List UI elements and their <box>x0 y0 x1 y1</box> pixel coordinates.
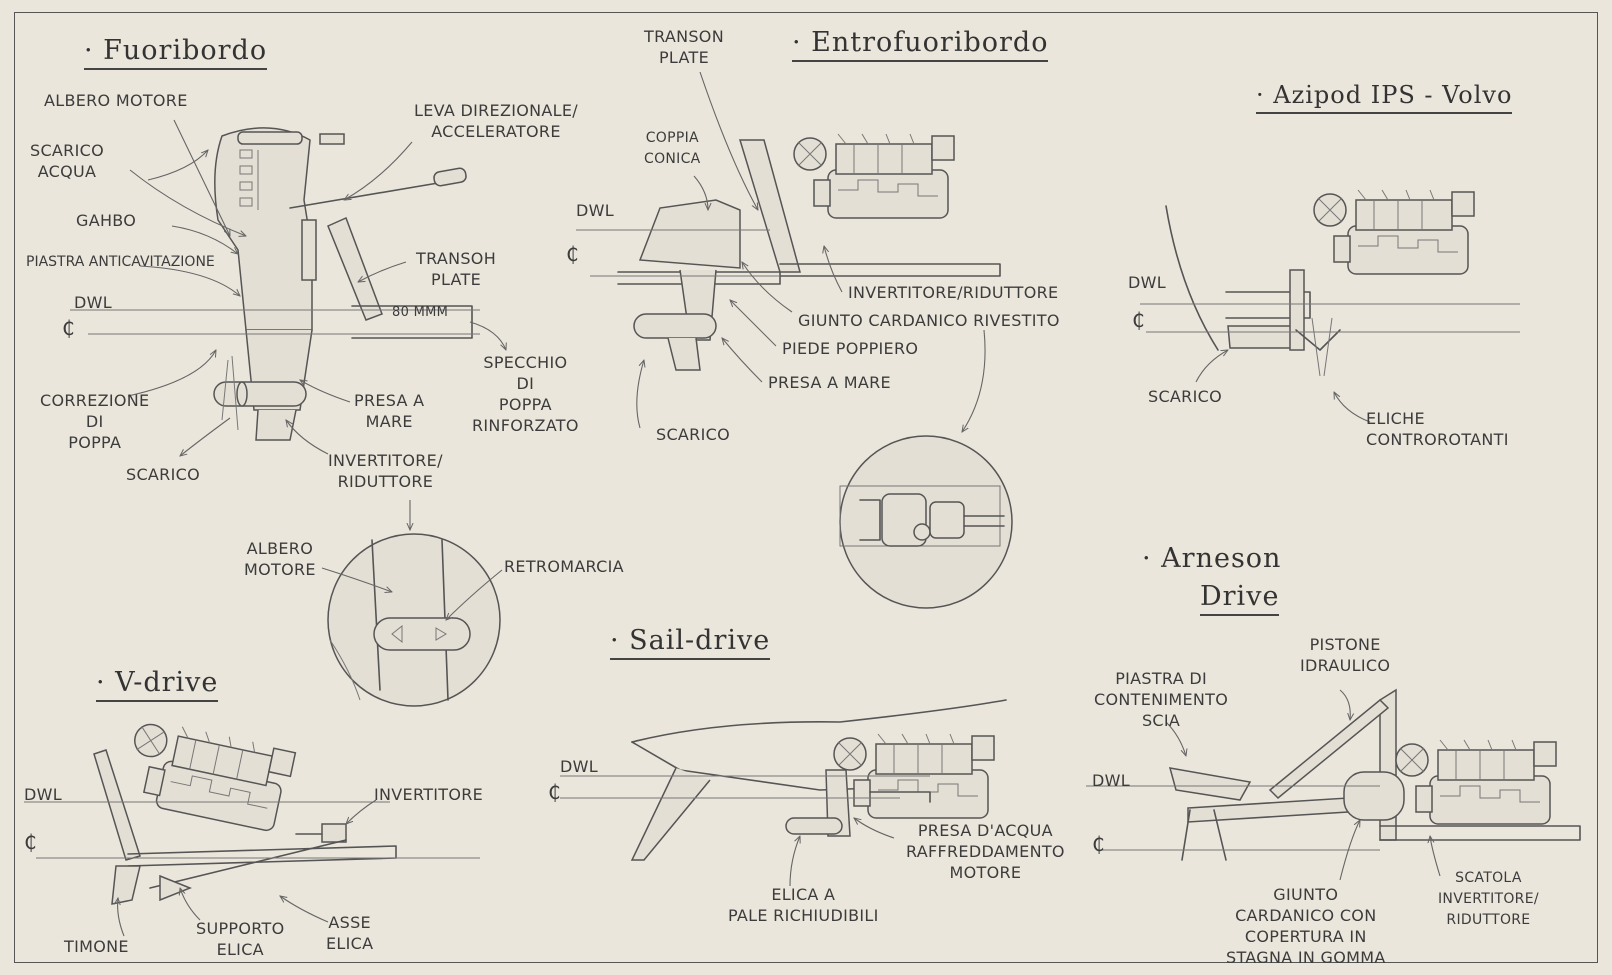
label-eliche-controrotanti: Eliche controrotanti <box>1366 409 1509 449</box>
label-cl-saildrive: ₵ <box>548 780 562 804</box>
label-80mm: 80 mmm <box>392 305 449 320</box>
saildrive-drawing <box>560 699 1007 887</box>
title-arneson-2: Drive <box>1200 582 1280 616</box>
title-azipod: · Azipod IPS - Volvo <box>1256 80 1513 114</box>
title-vdrive: · V-drive <box>96 668 219 702</box>
label-albero-motore: Albero motore <box>44 91 188 110</box>
label-coppia-conica: Coppia conica <box>644 130 701 167</box>
label-dwl-vdrive: DWL <box>24 785 62 804</box>
entrofuoribordo-detail <box>839 435 1013 609</box>
label-dwl-azipod: DWL <box>1128 273 1166 292</box>
sheet-border <box>14 12 1598 963</box>
azipod-drawing <box>1140 189 1520 423</box>
label-cl-azipod: ₵ <box>1132 308 1146 332</box>
label-scarico-ef: Scarico <box>656 425 730 444</box>
label-cl-fuoribordo: ₵ <box>62 316 76 340</box>
label-pistone-idraulico: Pistone idraulico <box>1300 635 1391 675</box>
label-supporto-elica: Supporto elica <box>196 919 285 959</box>
label-timone: Timone <box>64 937 129 956</box>
label-leva-direzionale: Leva direzionale/ acceleratore <box>414 101 578 141</box>
label-dwl-ef: DWL <box>576 201 614 220</box>
label-giunto-cardanico-rivestito: Giunto cardanico rivestito <box>798 311 1060 330</box>
label-gambo: Gahbo <box>76 211 137 230</box>
label-piastra-anticavitazione: Piastra anticavitazione <box>26 254 215 270</box>
label-cl-vdrive: ₵ <box>24 830 38 854</box>
label-asse-elica: Asse elica <box>326 913 374 953</box>
title-arneson-1: · Arneson <box>1142 543 1282 574</box>
label-specchio-di-poppa: Specchio di poppa rinforzato <box>472 353 579 435</box>
label-retromarcia: Retromarcia <box>504 557 624 576</box>
label-piastra-contenimento-scia: Piastra di contenimento scia <box>1094 669 1229 730</box>
fuoribordo-detail <box>321 533 503 707</box>
label-piede-poppiero: Piede poppiero <box>782 339 919 358</box>
label-cl-arneson: ₵ <box>1092 832 1106 856</box>
label-dwl-arneson: DWL <box>1092 771 1130 790</box>
label-scarico-azipod: Scarico <box>1148 387 1222 406</box>
label-presa-acqua-raffreddamento: Presa d'acqua raffreddamento motore <box>906 821 1065 882</box>
title-fuoribordo: · Fuoribordo <box>84 36 268 70</box>
label-presa-a-mare-fb: Presa a mare <box>354 391 425 431</box>
label-transon-plate-ef: Transon plate <box>644 27 724 67</box>
label-dwl-fuoribordo: DWL <box>74 293 112 312</box>
label-scarico-fb: Scarico <box>126 465 200 484</box>
label-giunto-cardanico-copertura: Giunto cardanico con copertura in stagna… <box>1226 885 1386 967</box>
label-correzione-di-poppa: Correzione di poppa <box>40 391 150 452</box>
label-cl-ef: ₵ <box>566 242 580 266</box>
label-elica-pale-richiudibili: Elica a pale richiudibili <box>728 885 879 925</box>
arneson-drawing <box>1086 688 1581 881</box>
entrofuoribordo-drawing <box>576 71 1001 432</box>
label-dwl-saildrive: DWL <box>560 757 598 776</box>
label-scarico-acqua: Scarico acqua <box>30 141 104 181</box>
vdrive-drawing <box>24 716 480 937</box>
label-invertitore-vdrive: Invertitore <box>374 785 484 804</box>
label-albero-motore-detail: Albero motore <box>244 539 316 579</box>
label-invertitore-riduttore-fb: Invertitore/ riduttore <box>328 451 443 491</box>
label-scatola-invertitore: Scatola invertitore/ riduttore <box>1438 870 1539 928</box>
title-entrofuoribordo: · Entrofuoribordo <box>792 28 1049 62</box>
label-transom-plate-fb: Transoh plate <box>416 249 497 289</box>
label-presa-a-mare-ef: Presa a mare <box>768 373 891 392</box>
title-saildrive: · Sail-drive <box>610 626 771 660</box>
fuoribordo-drawing <box>70 119 506 530</box>
label-invertitore-riduttore-ef: Invertitore/riduttore <box>848 283 1059 302</box>
